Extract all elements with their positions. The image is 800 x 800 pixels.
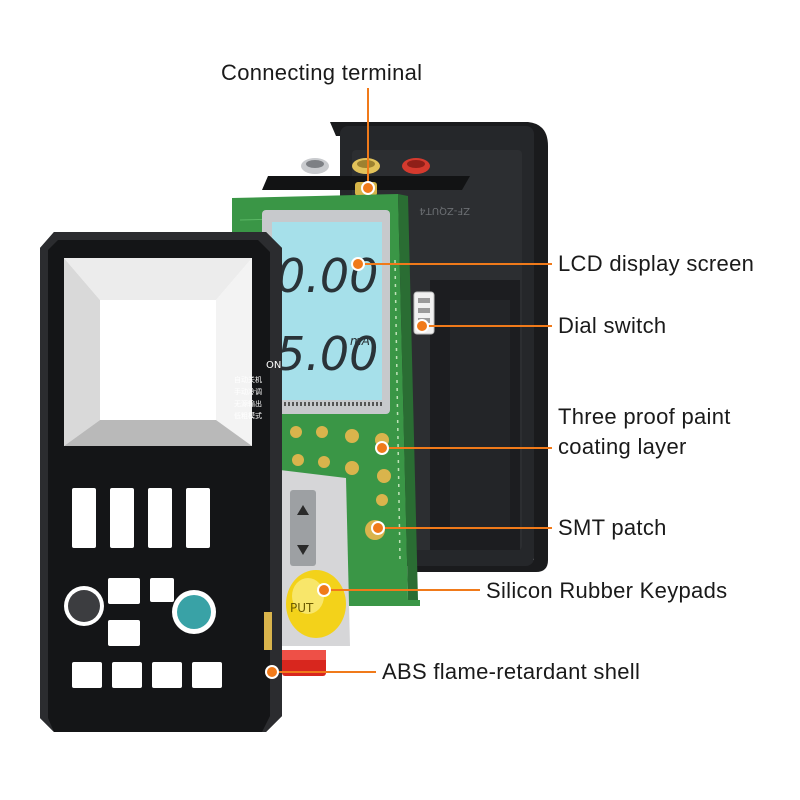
label-abs-shell: ABS flame-retardant shell [382,659,641,684]
lcd-reading-bottom: 5.00 [276,327,378,381]
lcd-reading-top: 0.00 [276,249,378,303]
mode-label-4: 低粗模式 [234,411,262,420]
front-key-cutouts [72,488,222,688]
label-silicon-rubber-keypads: Silicon Rubber Keypads [486,578,728,603]
lcd-unit: mA [350,334,370,348]
callout-lines [265,88,552,679]
mode-label-3: 无源输出 [234,399,262,408]
back-marking: ZF-ZQUT4 [419,205,470,216]
label-lcd-display-screen: LCD display screen [558,251,755,276]
label-three-proof-line2: coating layer [558,434,687,459]
front-shell: ON 自动关机 手动冷调 无源输出 低粗模式 [40,232,282,732]
on-label: ON [266,360,281,371]
label-smt-patch: SMT patch [558,515,667,540]
mode-label-1: 自动关机 [234,375,262,384]
label-dial-switch: Dial switch [558,313,667,338]
silicon-rubber-keypads: PUT [278,470,350,676]
label-three-proof-line1: Three proof paint [558,404,731,429]
mode-label-2: 手动冷调 [234,387,262,396]
label-connecting-terminal: Connecting terminal [221,60,423,85]
keypad-label: PUT [290,601,314,615]
